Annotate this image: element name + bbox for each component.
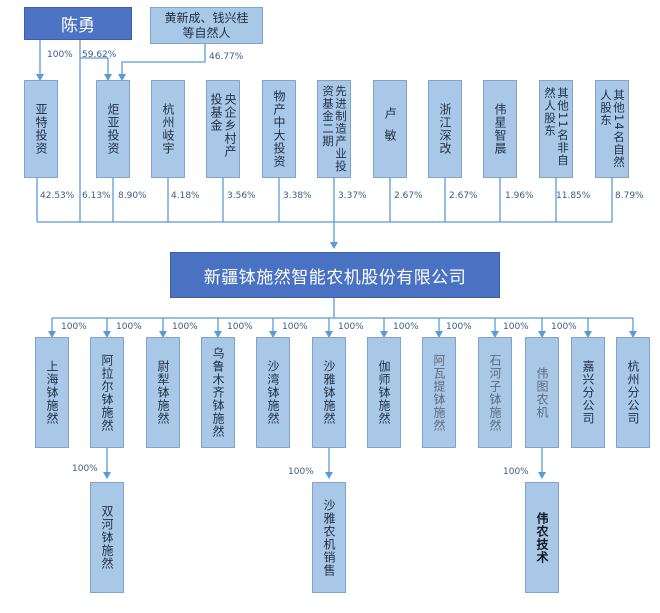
sub-shanghai: 上海钵施然 <box>35 337 69 448</box>
pct-sub: 100% <box>61 322 87 332</box>
owner-huang-line2: 等自然人 <box>182 25 231 40</box>
pct-sub: 100% <box>282 322 308 332</box>
pct-sub: 100% <box>227 322 253 332</box>
pct-central-fund: 3.56% <box>227 191 256 201</box>
shareholder-zhejiang-shengai: 浙江深改 <box>428 80 462 178</box>
pct-third: 100% <box>503 467 529 477</box>
sub-label: 阿瓦提钵施然 <box>432 353 446 432</box>
third-label: 沙雅农机销售 <box>322 498 336 577</box>
shareholder-juya: 炬亚投资 <box>96 80 130 178</box>
sub-label: 沙湾钵施然 <box>266 360 280 425</box>
sub-label: 阿拉尔钵施然 <box>100 353 114 432</box>
shareholder-label: 杭州岐宇 <box>161 103 175 155</box>
sub-label: 石河子钵施然 <box>488 353 502 432</box>
pct-qiyu: 4.18% <box>171 191 200 201</box>
owner-huang-xincheng-group: 黄新成、钱兴桂 等自然人 <box>150 7 263 44</box>
line-chen-juya <box>79 40 112 81</box>
pct-sub: 100% <box>503 322 529 332</box>
sub-label: 尉犁钵施然 <box>156 360 170 425</box>
shareholder-label: 卢敏 <box>383 107 397 151</box>
sub-label: 乌鲁木齐钵施然 <box>211 347 225 438</box>
pct-third: 100% <box>288 467 314 477</box>
sub-alar: 阿拉尔钵施然 <box>90 337 124 448</box>
shareholder-lu-min: 卢敏 <box>373 80 407 178</box>
pct-third: 100% <box>72 464 98 474</box>
sub-label: 嘉兴分公司 <box>581 360 595 425</box>
pct-advanced-fund: 3.37% <box>338 191 367 201</box>
shareholder-label: 伟星智晨 <box>493 103 507 155</box>
sub-urumqi: 乌鲁木齐钵施然 <box>201 337 235 448</box>
sub-label: 伽师钵施然 <box>377 360 391 425</box>
sub-shaya-machinery-sales: 沙雅农机销售 <box>312 482 346 593</box>
sub-awati: 阿瓦提钵施然 <box>422 337 456 448</box>
pct-juya: 8.90% <box>118 191 147 201</box>
sub-label: 杭州分公司 <box>626 360 640 425</box>
shareholder-label: 物产中大投资 <box>272 90 286 168</box>
sub-yuli: 尉犁钵施然 <box>146 337 180 448</box>
pct-sub: 100% <box>393 322 419 332</box>
sub-label: 沙雅钵施然 <box>322 360 336 425</box>
main-company: 新疆钵施然智能农机股份有限公司 <box>170 252 500 298</box>
pct-weixing: 1.96% <box>505 191 534 201</box>
shareholder-label: 先进制造产业投资基金二期 <box>321 85 348 173</box>
shareholder-label: 亚特投资 <box>34 103 48 155</box>
pct-sub: 100% <box>338 322 364 332</box>
shareholder-advanced-mfg-fund: 先进制造产业投资基金二期 <box>317 80 351 178</box>
pct-chen-main: 59.62% <box>82 50 117 60</box>
sub-jiaxing-branch: 嘉兴分公司 <box>571 337 605 448</box>
shareholder-label: 浙江深改 <box>438 103 452 155</box>
pct-chen-yate: 100% <box>47 50 73 60</box>
pct-chen-direct: 6.13% <box>82 191 111 201</box>
sub-label: 伟图农机 <box>535 366 549 419</box>
pct-yate: 42.53% <box>40 191 75 201</box>
sub-weinong-tech: 伟农技术 <box>525 482 559 593</box>
owner-chen-yong: 陈勇 <box>24 7 132 40</box>
pct-wuchan: 3.38% <box>283 191 312 201</box>
shareholder-wuchan-zhongda: 物产中大投资 <box>262 80 296 178</box>
third-label: 伟农技术 <box>535 511 549 564</box>
shareholder-label: 炬亚投资 <box>106 103 120 155</box>
sub-shawan: 沙湾钵施然 <box>256 337 290 448</box>
pct-other-11: 11.85% <box>556 191 591 201</box>
sub-shihezi: 石河子钵施然 <box>478 337 512 448</box>
owner-huang-line1: 黄新成、钱兴桂 <box>164 10 249 25</box>
shareholder-other-14-natural: 其他14名自然人股东 <box>595 80 629 178</box>
shareholder-hangzhou-qiyu: 杭州岐宇 <box>151 80 185 178</box>
pct-sub: 100% <box>116 322 142 332</box>
sub-shaya: 沙雅钵施然 <box>312 337 346 448</box>
shareholder-other-11-nonnatural: 其他11名非自然人股东 <box>539 80 573 178</box>
sub-shuanghe: 双河钵施然 <box>90 482 124 593</box>
shareholder-label: 其他11名非自然人股东 <box>543 87 570 167</box>
pct-zhejiang: 2.67% <box>449 191 478 201</box>
third-label: 双河钵施然 <box>100 505 114 570</box>
shareholder-weixing-zhichen: 伟星智晨 <box>483 80 517 178</box>
line-huang-juya <box>118 44 206 81</box>
pct-sub: 100% <box>551 322 577 332</box>
shareholder-label: 其他14名自然人股东 <box>599 89 626 169</box>
pct-sub: 100% <box>446 322 472 332</box>
pct-other-14: 8.79% <box>615 191 644 201</box>
pct-lu-min: 2.67% <box>394 191 423 201</box>
sub-weitu-machinery: 伟图农机 <box>525 337 559 448</box>
pct-sub: 100% <box>172 322 198 332</box>
sub-hangzhou-branch: 杭州分公司 <box>616 337 650 448</box>
sub-jiashi: 伽师钵施然 <box>367 337 401 448</box>
shareholder-label: 央企乡村产投基金 <box>209 93 237 158</box>
pct-huang-juya: 46.77% <box>209 52 244 62</box>
sub-label: 上海钵施然 <box>45 360 59 425</box>
shareholder-yate: 亚特投资 <box>24 80 58 178</box>
shareholder-central-rural-fund: 央企乡村产投基金 <box>206 80 240 178</box>
